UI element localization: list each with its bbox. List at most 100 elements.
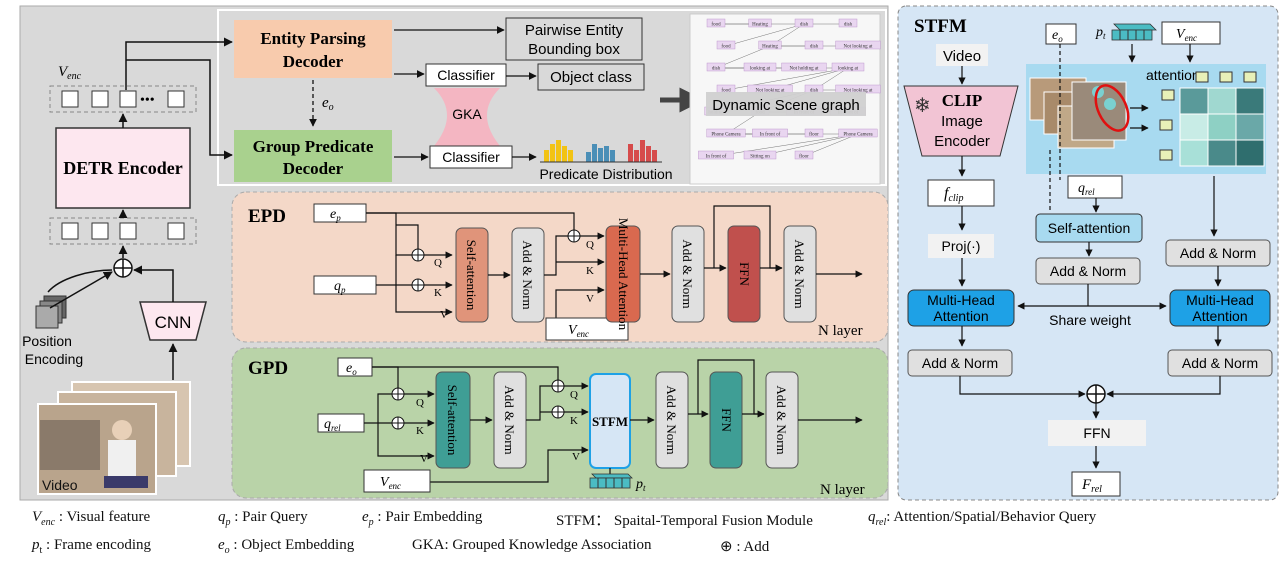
pairwise-box [505, 17, 643, 61]
gpd-stfm-label: STFM [592, 414, 628, 429]
scene-graph-node [804, 40, 824, 50]
v-label: V [572, 451, 580, 463]
add-norm-label: Add & Norm [1182, 355, 1258, 371]
scene-graph-node-label: food [721, 45, 731, 50]
scene-graph-node [698, 150, 734, 160]
heatmap-cell [1235, 113, 1265, 141]
video-label: Video [42, 477, 78, 493]
scene-graph-node [835, 40, 881, 50]
stfm-p-t-label: pt [1095, 25, 1106, 41]
q-p-label: qp [334, 279, 346, 295]
scene-graph-node [706, 128, 746, 138]
connector [430, 446, 589, 483]
legend-add: ⊕ : Add [720, 539, 770, 555]
e-p-label: ep [330, 207, 341, 223]
pairwise-label: Bounding box [528, 41, 620, 58]
scene-graph-node-label: dish [844, 23, 853, 28]
scene-graph-node [758, 40, 782, 50]
heatmap-cell [1207, 87, 1237, 115]
frame-encoding-icon [589, 473, 633, 489]
epd-add-norm-label: Add & Norm [520, 240, 535, 309]
group-predicate-decoder-label: Group Predicate [253, 137, 374, 156]
gpd-n-layer: N layer [820, 482, 865, 498]
gka-shape [434, 88, 500, 146]
epd-multi-head-attention-label: Multi-Head Attention [616, 218, 631, 331]
heatmap-cell [1207, 113, 1237, 141]
scene-graph-node-label: dish [810, 45, 819, 50]
heatmap-cell [1179, 139, 1209, 167]
stfm-e-o-label: eo [1052, 28, 1063, 44]
scene-graph-edge [759, 133, 859, 157]
epd-v-enc-label: Venc [568, 323, 589, 339]
add-norm-label: Add & Norm [1050, 263, 1126, 279]
gpd-add-norm-label: Add & Norm [774, 385, 789, 454]
scene-graph-node-label: In front of [760, 133, 781, 138]
connector [377, 423, 435, 460]
stfm-title: STFM [914, 16, 967, 37]
cnn-trapezoid [139, 301, 207, 341]
legend-gka: GKA: Grouped Knowledge Association [412, 537, 652, 553]
gpd-add-norm-2 [655, 371, 689, 469]
q-label: Q [586, 239, 594, 251]
clip-label: CLIP [942, 91, 983, 110]
gpd-self-attention-label: Self-attention [445, 385, 460, 456]
scene-graph-edge [725, 23, 805, 47]
scene-graph-node-label: dish [810, 89, 819, 94]
connector [555, 286, 605, 318]
gpd-p-t-label: pt [635, 477, 646, 493]
f-rel-box [1071, 471, 1121, 497]
position-encoding-label: Encoding [25, 351, 83, 367]
epd-n-layer: N layer [818, 323, 863, 339]
clip-label: Image [941, 113, 983, 130]
query-cubes [1159, 71, 1257, 161]
scene-graph-edge [725, 67, 849, 91]
ellipsis: ••• [140, 93, 155, 108]
position-encoding-label: Position [22, 333, 72, 349]
scene-graph-node-label: Not looking at [756, 89, 785, 94]
object-class-box [537, 63, 645, 91]
scene-graph-node-label: Heating [752, 23, 768, 28]
gpd-title: GPD [248, 358, 288, 379]
mha-label: Attention [933, 308, 988, 324]
feature-row-top [49, 85, 197, 113]
entity-parsing-decoder-label: Decoder [283, 52, 344, 71]
epd-v-enc-box [545, 317, 629, 341]
connector [1106, 376, 1221, 398]
scene-graph-node-label: looking at [750, 67, 771, 72]
stfm-v-enc-label: Venc [1176, 27, 1197, 43]
mha-label: Multi-Head [927, 292, 995, 308]
q-label: Q [434, 257, 442, 269]
scene-graph-node-label: food [721, 89, 731, 94]
f-clip-box [927, 179, 995, 207]
scene-graph-node [706, 62, 726, 72]
e-o-label: eo [322, 95, 334, 113]
scene-graph-node [752, 128, 788, 138]
cnn-label: CNN [155, 313, 192, 332]
stfm-ffn [1048, 420, 1146, 446]
v-label: V [420, 453, 428, 465]
v-label: V [440, 309, 448, 321]
snowflake-icon: ❄ [914, 95, 931, 117]
scene-graph-node-label: In front of [706, 155, 727, 160]
legend-p-t: pt : Frame encoding [32, 537, 152, 556]
k-label: K [586, 265, 594, 277]
scene-graph-node-label: dish [800, 23, 809, 28]
epd-add-norm-label: Add & Norm [680, 239, 695, 308]
heatmap-cell [1207, 139, 1237, 167]
scene-graph-node-label: floor [799, 155, 809, 160]
connector [49, 271, 113, 309]
heatmap-cell [1179, 113, 1209, 141]
gpd-v-enc-label: Venc [380, 475, 401, 491]
gpd-v-enc-box [363, 469, 431, 493]
feature-cell [61, 90, 79, 108]
legend-e-p: ep : Pair Embedding [362, 509, 483, 528]
scene-graph-node-label: food [711, 23, 721, 28]
k-label: K [434, 287, 442, 299]
ffn-label: FFN [1083, 425, 1110, 441]
f-rel-label: Frel [1081, 477, 1102, 495]
f-clip-label: fclip [944, 185, 963, 204]
stfm-video-box [936, 44, 988, 66]
pairwise-label: Pairwise Entity [525, 22, 624, 39]
scene-graph-node-label: floor [809, 133, 819, 138]
